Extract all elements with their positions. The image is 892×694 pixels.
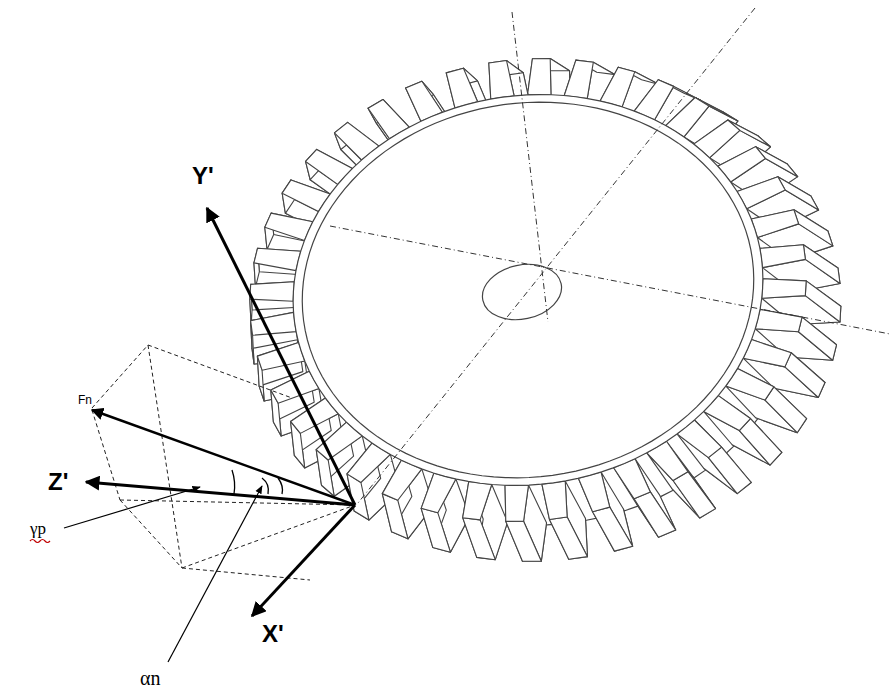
gear-tooth	[505, 485, 546, 561]
spellcheck-underline	[30, 540, 50, 543]
tooth-face	[600, 67, 635, 107]
tooth-face	[421, 473, 456, 513]
tooth-face	[765, 387, 807, 433]
center-line	[358, 8, 755, 503]
tooth-face	[673, 472, 715, 518]
center-line	[330, 226, 890, 334]
dash-line	[182, 505, 355, 568]
bevel-gear	[250, 59, 841, 562]
tooth-face	[463, 482, 492, 520]
tooth-face	[751, 210, 798, 238]
tooth-face	[785, 353, 825, 398]
z-axis	[86, 482, 355, 505]
dash-line	[148, 345, 292, 398]
tooth-face	[549, 517, 587, 559]
tooth-face	[463, 518, 496, 560]
axes	[86, 208, 355, 616]
tooth-face	[794, 210, 833, 246]
axis-label: Y'	[192, 164, 214, 188]
tooth-face	[421, 508, 450, 552]
tooth-face	[739, 419, 781, 465]
tooth-face	[254, 248, 301, 270]
tooth-face	[803, 245, 840, 284]
tooth-face	[446, 68, 477, 108]
leaders	[64, 486, 262, 662]
tooth-face	[756, 147, 798, 177]
tooth-face	[778, 177, 819, 210]
force-box	[92, 345, 355, 580]
angle-label: γp	[30, 520, 46, 537]
tooth-face	[564, 60, 593, 98]
tooth-face	[762, 279, 806, 299]
tooth-face	[542, 481, 567, 520]
tooth-face	[708, 447, 751, 494]
pitch-circle	[302, 102, 754, 478]
dash-line	[148, 345, 182, 568]
tooth-face	[506, 521, 542, 561]
tooth-face	[489, 61, 514, 100]
gear-tooth	[421, 473, 469, 552]
axis-label: Z'	[48, 470, 68, 494]
axis-label: X'	[262, 622, 284, 646]
gear-tooth	[542, 481, 588, 559]
x-axis	[252, 505, 355, 616]
tooth-face	[578, 472, 609, 512]
angle-label: αn	[140, 668, 160, 688]
tooth-face	[634, 492, 676, 537]
angle-arc	[278, 478, 283, 494]
leader-line	[168, 486, 262, 662]
dash-line	[92, 410, 120, 500]
dash-line	[92, 345, 148, 408]
tooth-face	[593, 507, 633, 551]
angle-arc	[262, 478, 268, 494]
tooth-face	[798, 317, 836, 360]
tooth-face	[505, 485, 528, 521]
center-lines	[330, 8, 890, 503]
tooth-face	[250, 282, 294, 302]
tooth-face	[382, 494, 408, 539]
tooth-face	[805, 281, 841, 322]
gear-face	[293, 95, 763, 486]
angle-arcs	[232, 470, 283, 494]
center-line	[512, 12, 548, 322]
tooth-face	[760, 245, 805, 268]
gear-tooth	[463, 482, 508, 560]
dash-line	[120, 500, 182, 568]
tooth-face	[251, 312, 296, 335]
force-vector	[92, 410, 355, 505]
force-label: Fn	[78, 394, 92, 406]
tooth-face	[251, 282, 299, 310]
angle-arc	[232, 470, 235, 494]
tooth-face	[528, 59, 551, 95]
leader-line	[64, 487, 200, 528]
gear-bore	[477, 257, 566, 326]
